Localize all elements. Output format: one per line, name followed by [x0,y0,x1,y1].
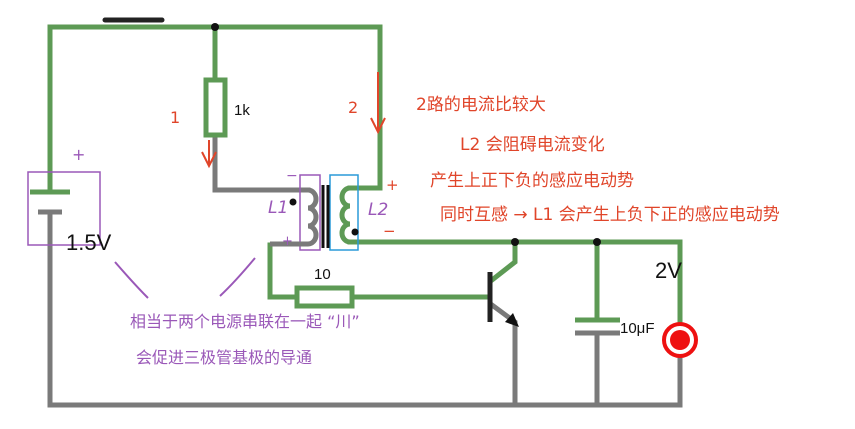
coil-l2-label: L2 [368,200,389,220]
wire-base [267,242,493,300]
l2-bottom-sign: − [383,222,396,240]
coil-l2 [339,185,351,245]
l2-dot [351,228,359,236]
resistor-10 [294,285,355,309]
annotation-purple-2: 会促进三极管基极的导通 [136,348,313,367]
output-voltage-label: 2V [655,258,682,283]
annotation-red-4: 同时互感 → L1 会产生上负下正的感应电动势 [440,205,780,225]
path-1-label: 1 [170,108,181,127]
coil-l1-label: L1 [268,198,289,218]
l1-bottom-sign: + [282,234,293,249]
wire-collector [488,239,518,284]
node [511,238,519,246]
wire-l2-bottom [347,239,683,328]
l2-highlight [329,174,359,251]
battery-highlight [27,171,101,246]
resistor-10-label: 10 [314,266,331,283]
output-led [670,330,690,350]
pointer-stroke [219,257,256,297]
battery-plus-sign: + [72,145,86,164]
current-arrow-1 [201,140,217,169]
node [593,238,601,246]
resistor-1k-label: 1k [234,102,250,119]
l1-highlight [299,174,321,251]
capacitor-label: 10μF [620,320,655,337]
l2-top-sign: + [386,176,399,194]
wire-right [347,24,383,191]
resistor-1k [203,77,228,138]
coil-l1 [270,187,319,247]
annotation-purple-1: 相当于两个电源串联在一起 “川” [130,312,360,331]
path-2-label: 2 [348,98,359,117]
wire-left-bottom [47,212,683,408]
l1-top-sign: − [286,168,298,184]
l1-dot [289,198,297,206]
current-arrow-2 [370,72,386,135]
node [211,23,219,31]
annotation-red-1: 2路的电流比较大 [416,95,546,115]
battery-voltage-label: 1.5V [66,230,112,255]
annotation-red-3: 产生上正下负的感应电动势 [430,171,634,191]
pointer-stroke [114,261,149,299]
annotation-red-2: L2 会阻碍电流变化 [460,135,605,155]
emitter-arrow [505,313,519,327]
